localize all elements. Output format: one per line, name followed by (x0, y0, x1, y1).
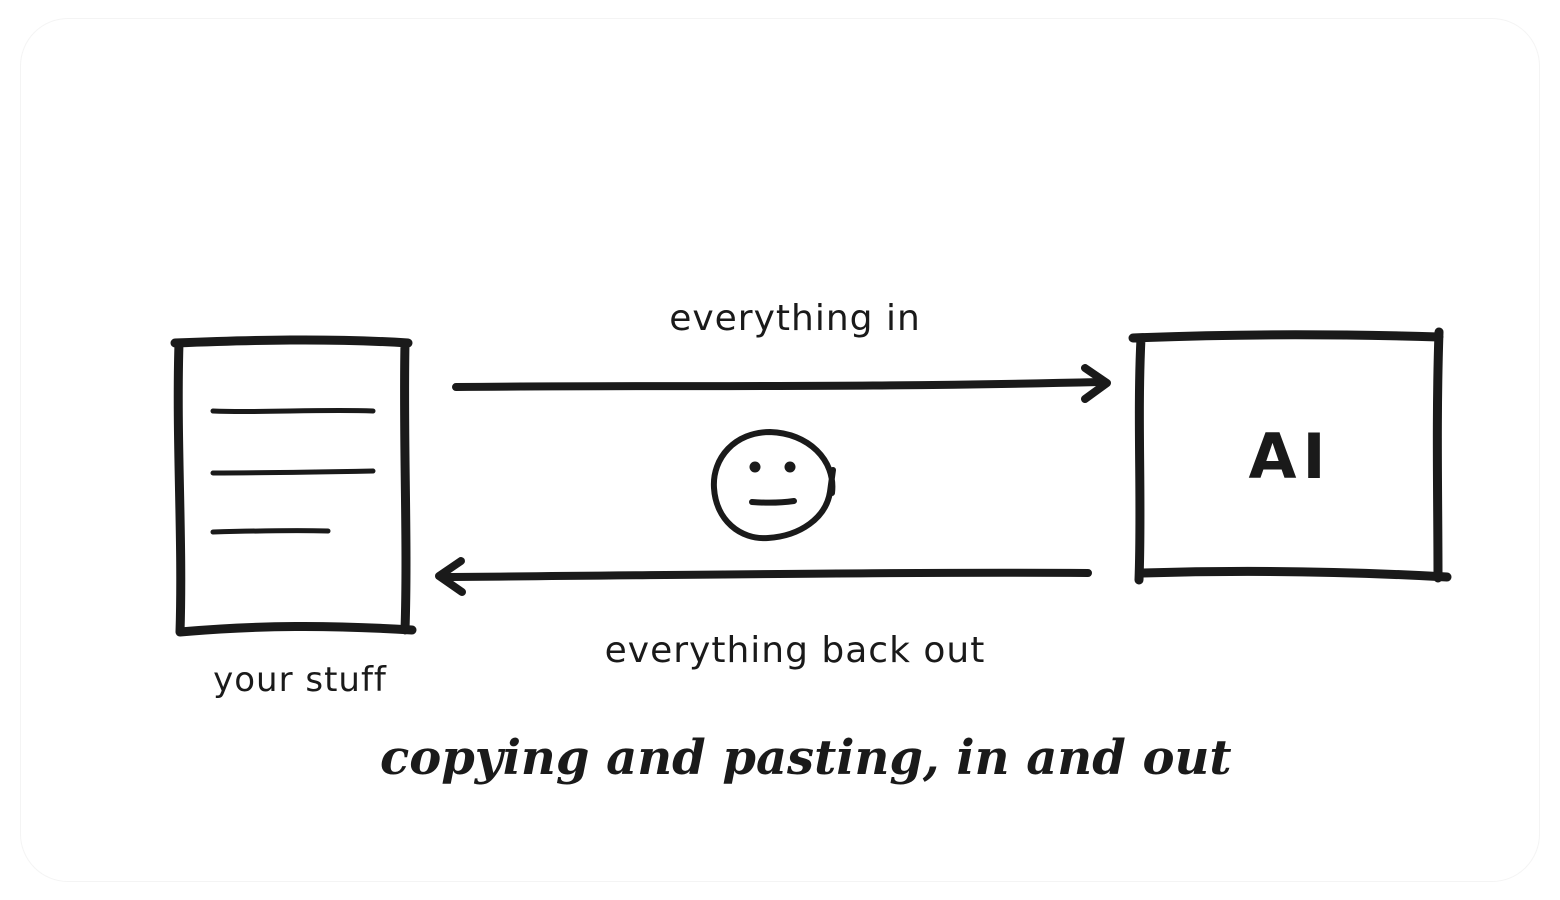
document-line-1 (210, 407, 376, 415)
ai-box-label: AI (1248, 420, 1332, 493)
ai-box (1128, 327, 1452, 585)
arrow-out-shaft (441, 568, 1092, 581)
arrow-in-head (1081, 364, 1111, 403)
face-outline (710, 429, 836, 542)
diagram-caption: copying and pasting, in and out (380, 730, 1232, 786)
face-mouth (749, 498, 797, 506)
document-outline (170, 335, 417, 637)
document-line-2 (210, 468, 376, 476)
ai-box-outline (1128, 327, 1452, 585)
face-left-eye (749, 461, 761, 473)
face-right-eye (784, 461, 796, 473)
document-label: your stuff (213, 660, 387, 700)
arrow-out-head (435, 557, 466, 596)
arrow-in (452, 364, 1111, 403)
arrow-out-label: everything back out (604, 630, 986, 671)
document-icon (170, 335, 417, 637)
document-line-3 (210, 528, 331, 535)
arrow-in-shaft (452, 378, 1104, 391)
canvas-frame (20, 18, 1540, 882)
arrow-in-label: everything in (669, 298, 921, 339)
neutral-face-icon (710, 429, 836, 542)
arrow-out (435, 557, 1092, 596)
